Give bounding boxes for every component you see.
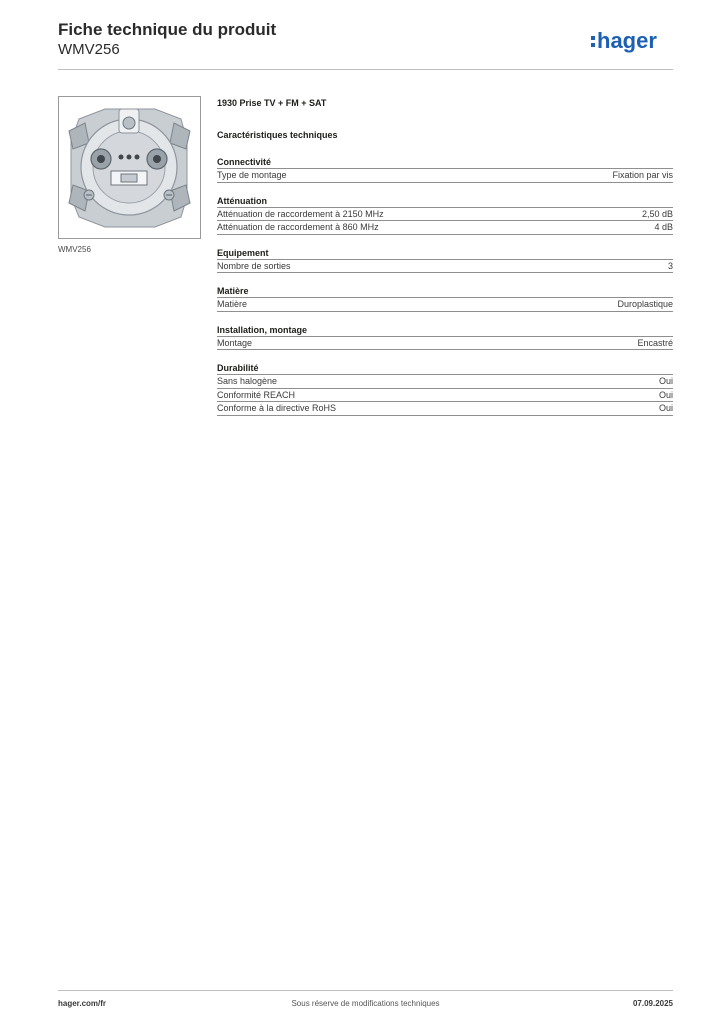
spec-label: Matière [217,299,248,309]
spec-value: Oui [658,389,673,400]
spec-panel: 1930 Prise TV + FM + SAT Caractéristique… [217,97,673,416]
spec-group-installation: Installation, montage Montage Encastré [217,324,673,350]
spec-group-matiere: Matière Matière Duroplastique [217,285,673,312]
footer-website-link[interactable]: hager.com/fr [58,999,107,1008]
spec-row: Atténuation de raccordement à 2150 MHz 2… [217,208,673,221]
spec-value: Oui [658,403,673,413]
footer-disclaimer: Sous réserve de modifications techniques [291,999,440,1008]
hager-logo: hager [591,28,657,53]
page-header: Fiche technique du produit WMV256 hager [58,20,673,70]
spec-group-connectivite: Connectivité Type de montage Fixation pa… [217,156,673,183]
spec-row: Atténuation de raccordement à 860 MHz 4 … [217,221,673,235]
spec-value: Duroplastique [617,299,673,309]
spec-row: Nombre de sorties 3 [217,260,673,273]
spec-row: Conformité REACH Oui [217,389,673,402]
tv-socket-illustration [59,97,200,238]
spec-value: 2,50 dB [641,208,673,219]
spec-group-title: Matière [217,285,673,298]
spec-value: 3 [667,260,673,271]
spec-row: Montage Encastré [217,337,673,350]
spec-label: Atténuation de raccordement à 860 MHz [217,222,379,232]
document-subtitle: WMV256 [58,41,120,58]
spec-group-title: Installation, montage [217,324,673,337]
spec-group-title: Durabilité [217,362,673,375]
spec-value: Encastré [637,337,673,348]
spec-label: Atténuation de raccordement à 2150 MHz [217,208,384,219]
page-footer: hager.com/fr Sous réserve de modificatio… [58,990,673,1008]
spec-row: Matière Duroplastique [217,298,673,312]
product-image-caption: WMV256 [58,245,91,254]
footer-date: 07.09.2025 [632,999,673,1008]
spec-group-title: Connectivité [217,156,673,169]
spec-group-title: Equipement [217,247,673,260]
spec-group-attenuation: Atténuation Atténuation de raccordement … [217,195,673,235]
spec-group-durabilite: Durabilité Sans halogène Oui Conformité … [217,362,673,416]
specs-heading: Caractéristiques techniques [217,130,338,140]
spec-label: Conforme à la directive RoHS [217,403,337,413]
spec-label: Sans halogène [217,376,278,386]
spec-label: Type de montage [217,170,287,180]
document-title: Fiche technique du produit [58,20,277,39]
spec-label: Montage [217,337,253,348]
spec-value: 4 dB [654,222,673,232]
spec-group-equipement: Equipement Nombre de sorties 3 [217,247,673,273]
spec-row: Conforme à la directive RoHS Oui [217,402,673,416]
spec-label: Nombre de sorties [217,260,291,271]
svg-text:hager: hager [597,28,657,53]
product-image [58,96,201,239]
spec-label: Conformité REACH [217,389,296,400]
spec-group-title: Atténuation [217,195,673,208]
spec-value: Fixation par vis [612,170,673,180]
spec-row: Sans halogène Oui [217,375,673,389]
spec-value: Oui [658,376,673,386]
product-name: 1930 Prise TV + FM + SAT [217,98,327,108]
spec-row: Type de montage Fixation par vis [217,169,673,183]
